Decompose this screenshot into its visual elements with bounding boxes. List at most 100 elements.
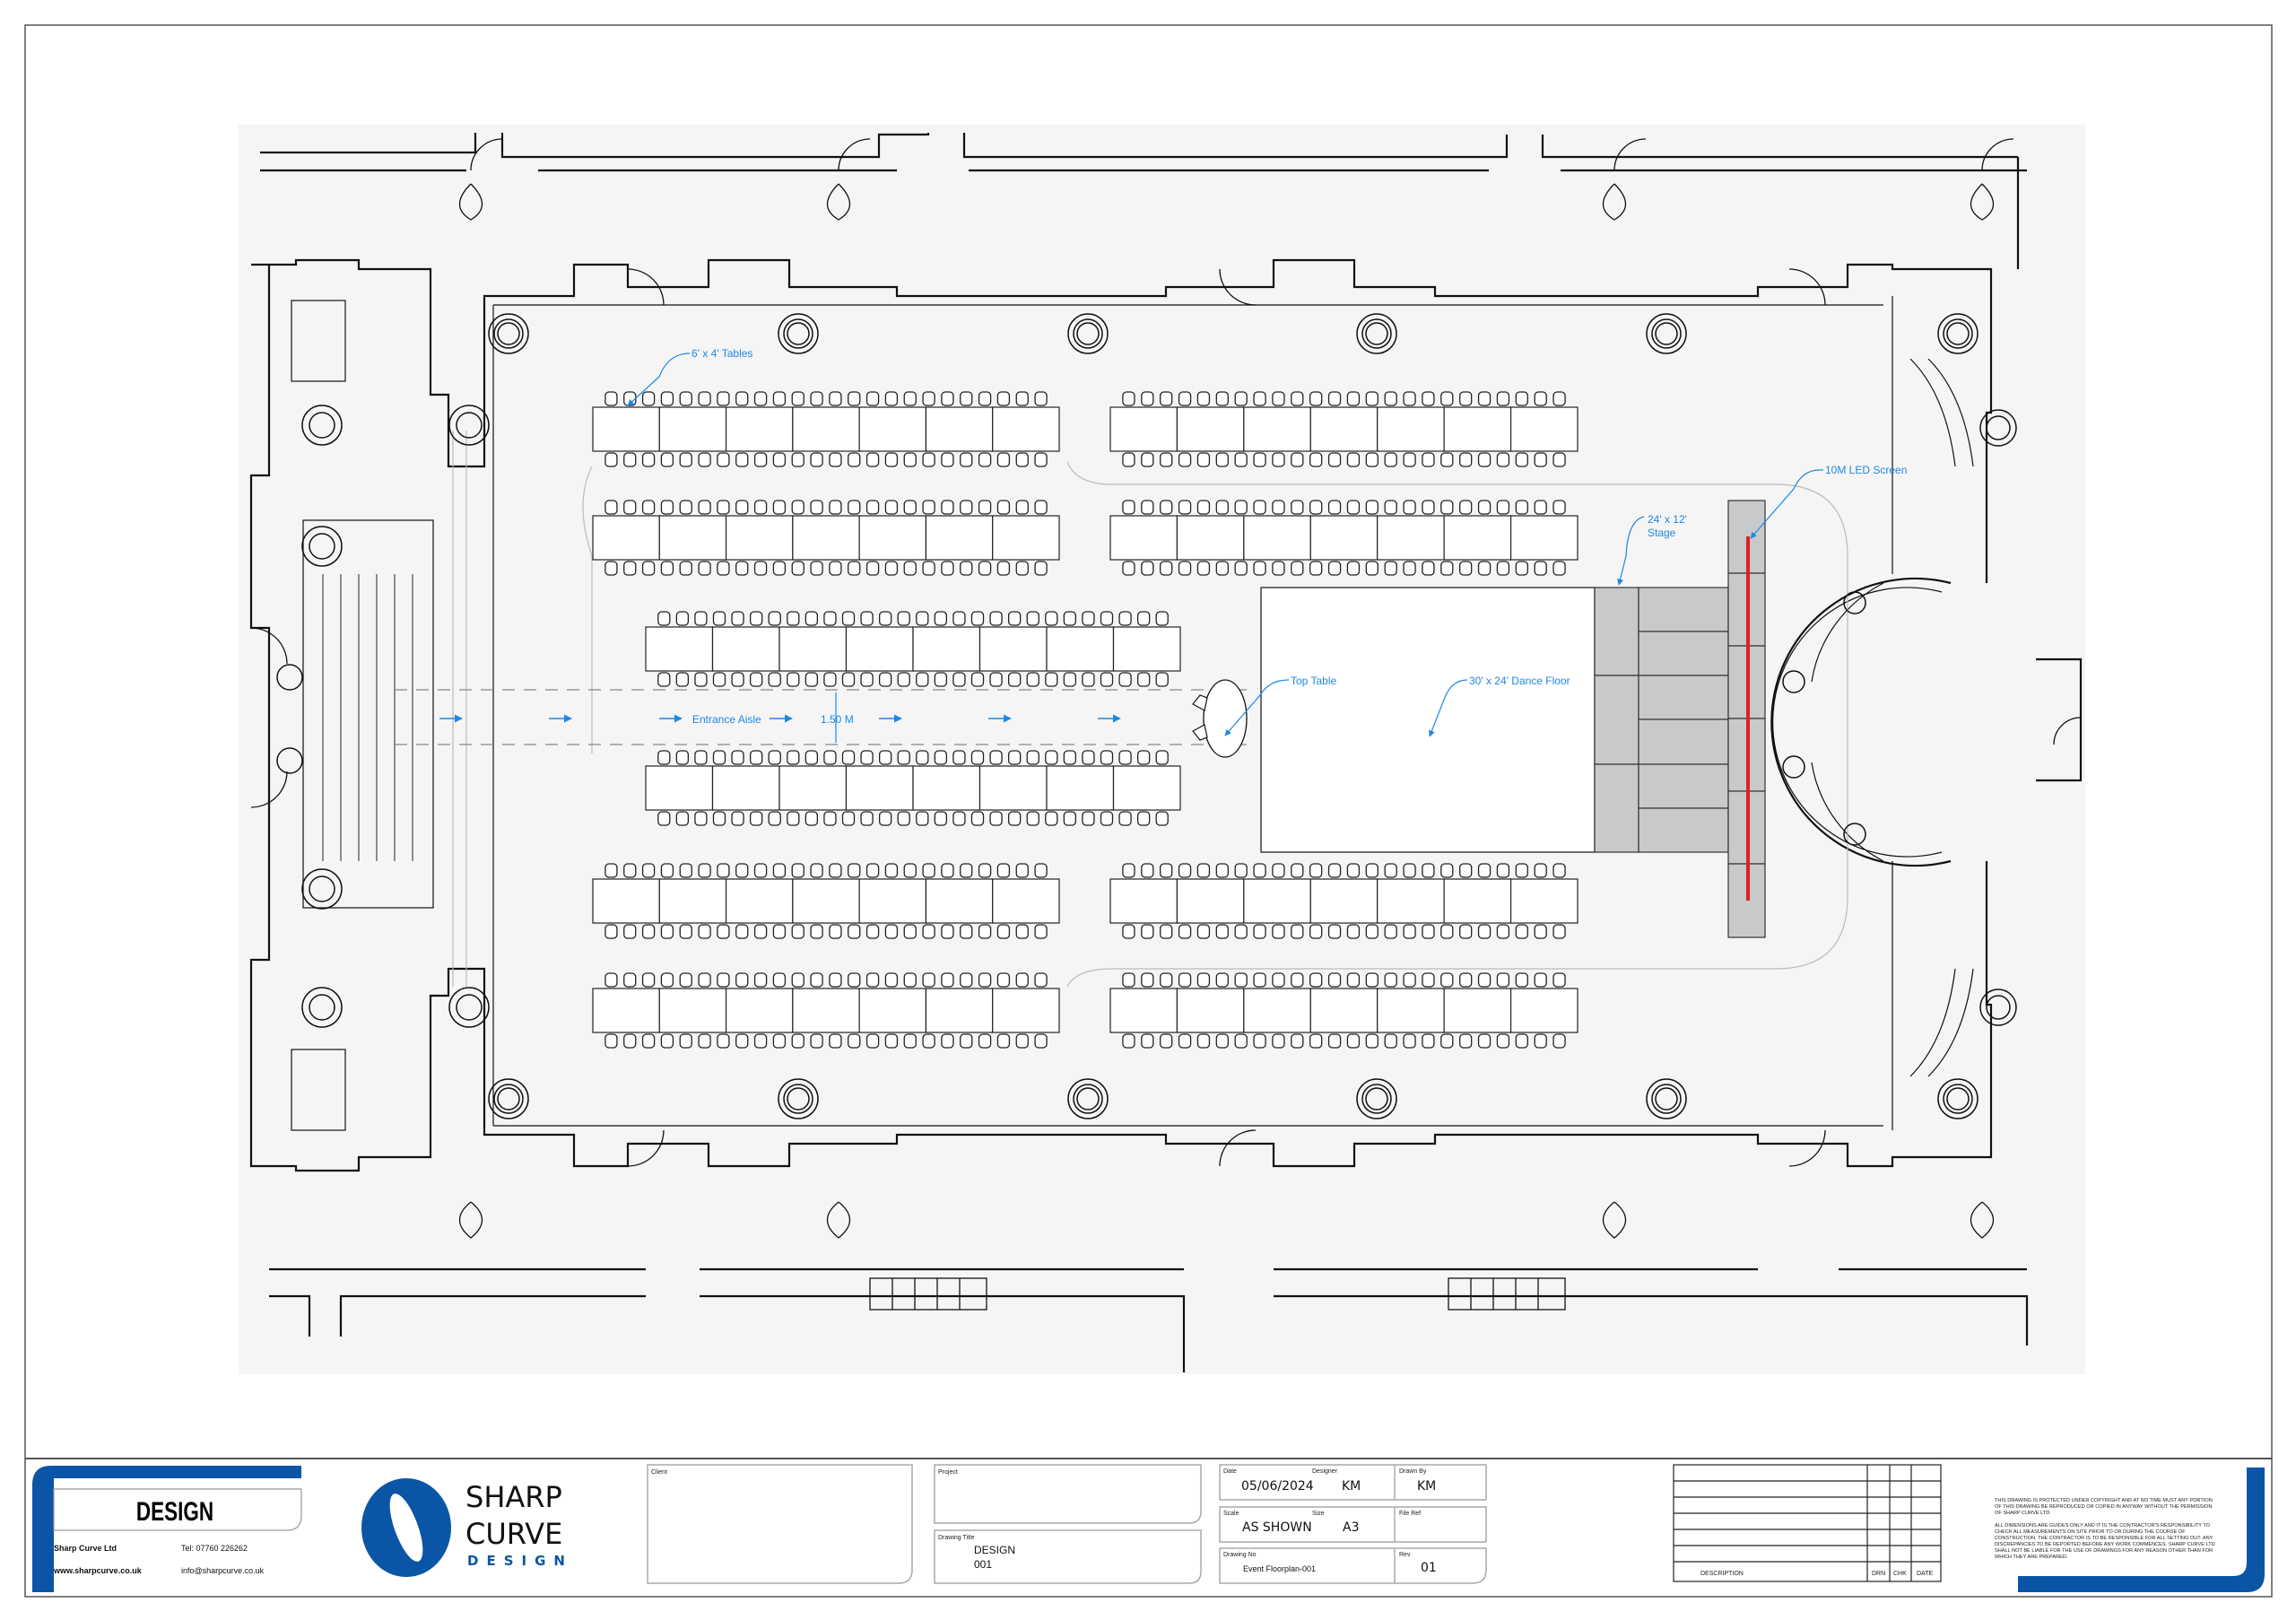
chair [735, 452, 749, 467]
chair [829, 924, 842, 939]
chair [623, 863, 637, 878]
chair [660, 500, 674, 515]
table [645, 626, 714, 672]
chair [1309, 924, 1323, 939]
chair [1253, 863, 1266, 878]
chair [1534, 561, 1547, 576]
chair [717, 452, 730, 467]
chair [941, 391, 954, 406]
chair [735, 924, 749, 939]
designer-value: KM [1342, 1479, 1361, 1494]
label-stage-size: 24' x 12' [1648, 513, 1687, 526]
chair [1122, 863, 1135, 878]
chair [657, 750, 671, 765]
table [925, 406, 994, 452]
chair [660, 924, 674, 939]
chair [791, 452, 804, 467]
chair [698, 391, 711, 406]
chair [731, 672, 744, 687]
chair [1515, 452, 1528, 467]
chair [829, 391, 842, 406]
chair [970, 672, 985, 687]
chair [1515, 863, 1528, 878]
rev-date-header: DATE [1917, 1571, 1933, 1577]
chair [848, 863, 861, 878]
chair [1178, 452, 1192, 467]
chair [1309, 863, 1323, 878]
chair [1477, 924, 1492, 939]
table [658, 988, 727, 1033]
chair [996, 972, 1011, 988]
chair [1082, 672, 1095, 687]
chair [1496, 972, 1510, 988]
chair [941, 972, 954, 988]
chair [1234, 863, 1248, 878]
chair [922, 1033, 935, 1049]
chair [941, 863, 954, 878]
chair [1015, 924, 1029, 939]
chair [641, 863, 656, 878]
chair [878, 750, 892, 765]
chair [641, 452, 656, 467]
chair [1515, 561, 1528, 576]
chair [903, 924, 917, 939]
chair [1234, 561, 1248, 576]
chair [768, 811, 781, 826]
chair [1015, 561, 1029, 576]
chair [1253, 972, 1266, 988]
chair [1034, 500, 1048, 515]
table [1243, 878, 1311, 924]
chair [829, 500, 842, 515]
chair [804, 811, 819, 826]
chair [1496, 1033, 1510, 1049]
table [1509, 406, 1578, 452]
chair [1118, 811, 1132, 826]
chair [848, 391, 861, 406]
chair [660, 561, 674, 576]
chair [841, 672, 856, 687]
chair [623, 972, 637, 988]
chair [841, 750, 856, 765]
chair [1234, 924, 1248, 939]
chair [1015, 863, 1029, 878]
chair [1440, 452, 1454, 467]
label-dance-floor: 30' x 24' Dance Floor [1469, 675, 1570, 687]
top-table-chairs [1192, 694, 1208, 741]
chair [749, 672, 763, 687]
chair [657, 811, 671, 826]
chair [1141, 452, 1154, 467]
title-block: DESIGN Sharp Curve Ltd Tel: 07760 226262… [32, 1464, 2265, 1592]
chair [903, 561, 917, 576]
table [725, 988, 794, 1033]
chair [1291, 561, 1304, 576]
chair [810, 452, 823, 467]
chair [717, 391, 730, 406]
chair [1459, 452, 1473, 467]
chair [1440, 500, 1454, 515]
company-web: www.sharpcurve.co.uk [53, 1566, 143, 1575]
table-row-row-2-left [592, 500, 1060, 576]
chair [1253, 500, 1266, 515]
chair [1515, 972, 1528, 988]
chair [753, 391, 768, 406]
chair [1034, 391, 1048, 406]
chair [1515, 391, 1528, 406]
chair [1178, 924, 1192, 939]
tables-leader [627, 353, 691, 406]
chair [960, 452, 973, 467]
table [992, 515, 1060, 561]
chair [829, 1033, 842, 1049]
chair [841, 811, 856, 826]
chair [960, 972, 973, 988]
chair [1291, 452, 1304, 467]
chair [698, 863, 711, 878]
chair [1422, 972, 1435, 988]
chair [970, 750, 985, 765]
chair [1063, 611, 1077, 626]
chair [753, 863, 768, 878]
table-row-row-5-right [1109, 972, 1578, 1049]
chair [1034, 1033, 1048, 1049]
chair [1346, 500, 1361, 515]
chair [1160, 863, 1173, 878]
chair [1272, 924, 1285, 939]
